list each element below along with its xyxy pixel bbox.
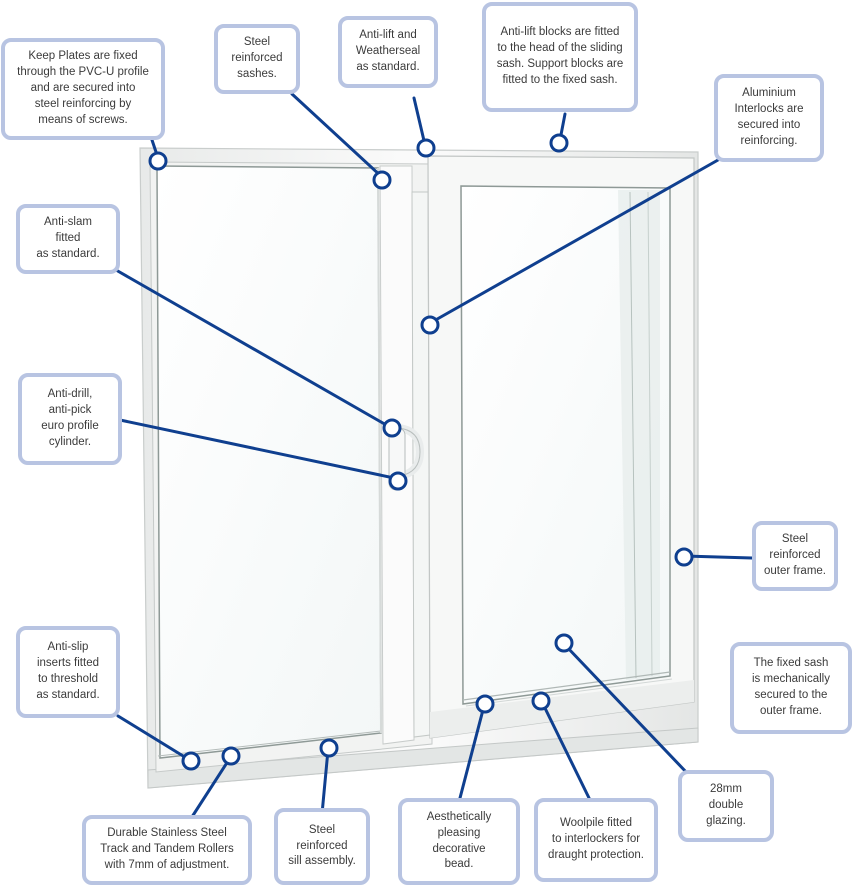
callout-rollers: Durable Stainless Steel Track and Tandem…	[82, 815, 252, 885]
callout-anti-slam: Anti-slam fitted as standard.	[16, 204, 120, 274]
marker-sill	[319, 738, 339, 758]
callout-fixed-sash: The fixed sash is mechanically secured t…	[730, 642, 852, 734]
callout-woolpile: Woolpile fitted to interlockers for drau…	[534, 798, 658, 882]
callout-keep-plates: Keep Plates are fixed through the PVC-U …	[1, 38, 165, 140]
sliding-sash-glass	[460, 185, 671, 705]
marker-anti-drill	[388, 471, 408, 491]
marker-glazing	[554, 633, 574, 653]
marker-anti-lift-weatherseal	[416, 138, 436, 158]
callout-anti-slip: Anti-slip inserts fitted to threshold as…	[16, 626, 120, 718]
callout-bead: Aesthetically pleasing decorative bead.	[398, 798, 520, 885]
marker-rollers	[221, 746, 241, 766]
leader-markers	[148, 133, 694, 771]
marker-woolpile	[531, 691, 551, 711]
fixed-sash-glass	[156, 165, 382, 759]
callout-aluminium-interlocks: Aluminium Interlocks are secured into re…	[714, 74, 824, 162]
callout-steel-sashes: Steel reinforced sashes.	[214, 24, 300, 94]
callout-glazing: 28mm double glazing.	[678, 770, 774, 842]
callout-sill: Steel reinforced sill assembly.	[274, 808, 370, 885]
callout-anti-lift-weatherseal: Anti-lift and Weatherseal as standard.	[338, 16, 438, 88]
marker-anti-slip	[181, 751, 201, 771]
marker-aluminium-interlocks	[420, 315, 440, 335]
leader-lines	[114, 92, 754, 822]
marker-anti-lift-blocks	[549, 133, 569, 153]
marker-anti-slam	[382, 418, 402, 438]
callout-anti-drill: Anti-drill, anti-pick euro profile cylin…	[18, 373, 122, 465]
callout-anti-lift-blocks: Anti-lift blocks are fitted to the head …	[482, 2, 638, 112]
marker-steel-outer-frame	[674, 547, 694, 567]
marker-steel-sashes	[372, 170, 392, 190]
callout-steel-outer-frame: Steel reinforced outer frame.	[752, 521, 838, 591]
marker-keep-plates	[148, 151, 168, 171]
marker-bead	[475, 694, 495, 714]
